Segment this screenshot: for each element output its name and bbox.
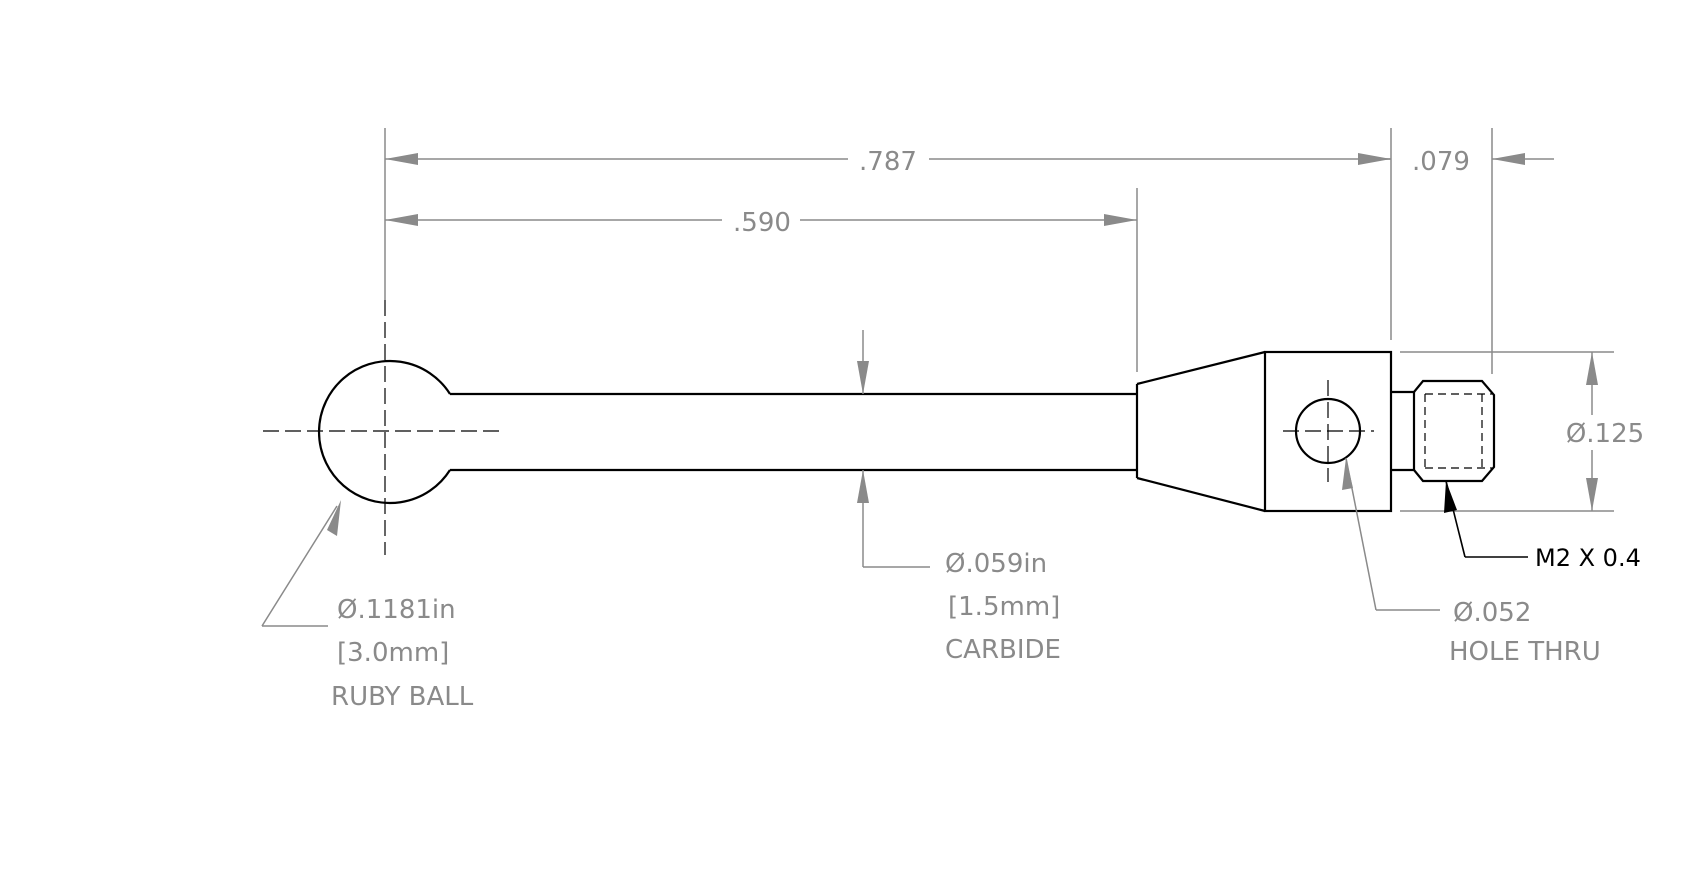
part-outline [318,350,1496,513]
stem-metric-text: [1.5mm] [948,592,1060,622]
dimension-shaft-length: .590 [385,188,1138,372]
leader-ball [261,505,338,627]
threaded-stud [1391,379,1496,483]
arrowhead-hole [1342,458,1353,490]
callout-ruby-ball: Ø.1181in [3.0mm] RUBY BALL [261,500,474,712]
body-block [1263,350,1393,513]
arrowhead-right-in [1492,153,1525,165]
ball-diameter-text: Ø.1181in [337,595,456,625]
stem-diameter-text: Ø.059in [945,549,1047,579]
hole-diameter-text: Ø.052 [1453,598,1531,628]
thread-spec-text: M2 X 0.4 [1535,544,1641,572]
dim-overall-length-text: .787 [859,147,917,177]
dimension-thread-length: .079 [1358,128,1554,374]
arrowhead-right [1104,214,1137,226]
callout-thread: M2 X 0.4 [1444,480,1641,572]
ball-metric-text: [3.0mm] [337,638,449,668]
arrowhead-up [1586,352,1598,385]
arrowhead-ball [327,500,341,536]
callout-hole-thru: Ø.052 HOLE THRU [1342,457,1601,667]
centerlines [263,300,1374,555]
stem-material-text: CARBIDE [945,635,1061,665]
arrowhead-down [1586,478,1598,511]
dim-shaft-length-text: .590 [733,208,791,238]
hole-note-text: HOLE THRU [1449,637,1601,667]
dimension-overall-length: .787 [384,128,1392,340]
arrowhead-left [385,153,418,165]
ruby-ball [318,359,451,505]
dim-thread-length-text: .079 [1412,147,1470,177]
arrowhead-left [385,214,418,226]
arrowhead-stem-top [857,361,869,394]
ball-material-text: RUBY BALL [331,682,474,712]
taper-bottom [1136,476,1266,513]
taper-top [1136,350,1266,386]
arrowhead-stem-bottom [857,470,869,503]
callout-carbide-stem: Ø.059in [1.5mm] CARBIDE [857,330,1061,665]
dim-body-diameter-text: Ø.125 [1566,419,1644,449]
dimension-body-diameter: Ø.125 [1400,351,1644,512]
arrowhead-thread [1444,481,1457,513]
